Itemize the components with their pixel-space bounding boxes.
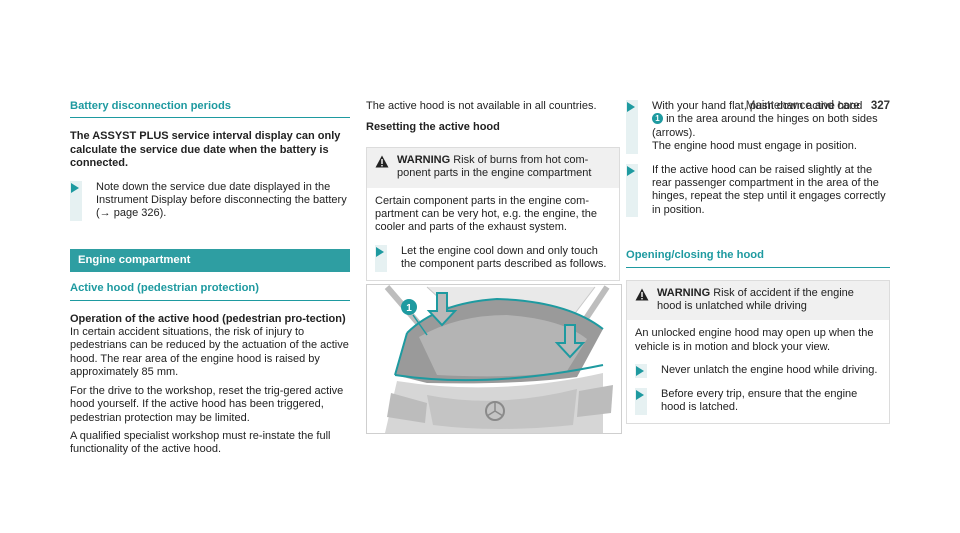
- column-1: Battery disconnection periods The ASSYST…: [70, 100, 350, 457]
- warning-head-text: Risk of accident if the engine hood is u…: [657, 286, 854, 313]
- step-bar: [626, 163, 638, 218]
- warning-header: WARNING Risk of accident if the engine h…: [627, 280, 889, 321]
- hood-illustration: 1: [366, 284, 622, 434]
- warning-body-text: An unlocked engine hood may open up when…: [635, 327, 874, 353]
- warning-header: WARNING Risk of burns from hot com-ponen…: [367, 147, 619, 188]
- step-arrow-icon: [376, 246, 384, 257]
- warning-body: An unlocked engine hood may open up when…: [627, 320, 889, 422]
- step-text: With your hand flat, push down active ho…: [652, 100, 890, 154]
- step-text: Before every trip, ensure that the engin…: [661, 387, 858, 414]
- step-text-part: With your hand flat, push down active ho…: [652, 100, 863, 112]
- step-bar: [70, 180, 82, 221]
- warning-label: WARNING: [397, 153, 451, 166]
- step-text: Note down the service due date displayed…: [96, 180, 347, 220]
- step-bar: [635, 364, 647, 378]
- step-text: Let the engine cool down and only touch …: [401, 244, 607, 271]
- warning-box: WARNING Risk of burns from hot com-ponen…: [366, 146, 620, 281]
- step-arrow-icon: [636, 389, 644, 400]
- column-2: The active hood is not available in all …: [366, 100, 620, 281]
- step-bar: [626, 100, 638, 154]
- resetting-title: Resetting the active hood: [366, 121, 500, 134]
- warning-text: WARNING Risk of burns from hot com-ponen…: [397, 154, 611, 181]
- step-bar: [375, 244, 387, 272]
- section-title: Maintenance and care: [745, 100, 860, 112]
- step-text: Never unlatch the engine hood while driv…: [661, 364, 878, 377]
- step-arrow-icon: [627, 102, 635, 112]
- step-arrow-icon: [71, 182, 79, 193]
- opening-closing-title: Opening/closing the hood: [626, 249, 890, 268]
- warning-body-text: Certain component parts in the engine co…: [375, 194, 597, 234]
- instruction-step: If the active hood can be raised slightl…: [626, 163, 890, 218]
- instruction-step: With your hand flat, push down active ho…: [626, 100, 890, 154]
- column-3: With your hand flat, push down active ho…: [626, 100, 890, 424]
- step-text: If the active hood can be raised slightl…: [652, 163, 886, 216]
- instruction-step: Before every trip, ensure that the engin…: [635, 387, 881, 415]
- warning-triangle-icon: [375, 154, 397, 181]
- battery-section-title: Battery disconnection periods: [70, 100, 350, 119]
- warning-label: WARNING: [657, 286, 711, 299]
- drive-text: For the drive to the workshop, reset the…: [70, 384, 344, 424]
- availability-note: The active hood is not available in all …: [366, 100, 597, 112]
- step-result: The engine hood must engage in position.: [652, 140, 857, 153]
- operation-text: In certain accident situations, the risk…: [70, 326, 349, 379]
- step-text-part: in the area around the hinges on both si…: [652, 113, 878, 139]
- step-bar: [635, 387, 647, 415]
- active-hood-title: Active hood (pedestrian protection): [70, 282, 350, 301]
- qualified-text: A qualified specialist workshop must re-…: [70, 429, 331, 456]
- callout-badge: 1: [652, 113, 663, 125]
- step-arrow-icon: [627, 165, 635, 176]
- instruction-step: Never unlatch the engine hood while driv…: [635, 364, 881, 378]
- warning-text: WARNING Risk of accident if the engine h…: [657, 287, 881, 314]
- callout-number: 1: [406, 303, 412, 314]
- operation-title: Operation of the active hood (pedestrian…: [70, 312, 346, 325]
- warning-box: WARNING Risk of accident if the engine h…: [626, 279, 890, 424]
- instruction-step: Let the engine cool down and only touch …: [375, 244, 611, 272]
- warning-triangle-icon: [635, 287, 657, 314]
- instruction-step: Note down the service due date displayed…: [70, 180, 350, 221]
- warning-body: Certain component parts in the engine co…: [367, 188, 619, 280]
- step-arrow-icon: [636, 366, 644, 377]
- warning-head-text: Risk of burns from hot com-ponent parts …: [397, 153, 592, 180]
- engine-compartment-heading: Engine compartment: [70, 248, 350, 273]
- assyst-note: The ASSYST PLUS service interval display…: [70, 130, 341, 170]
- page-number: 327: [870, 100, 890, 112]
- page-header: Maintenance and care 327: [746, 100, 890, 112]
